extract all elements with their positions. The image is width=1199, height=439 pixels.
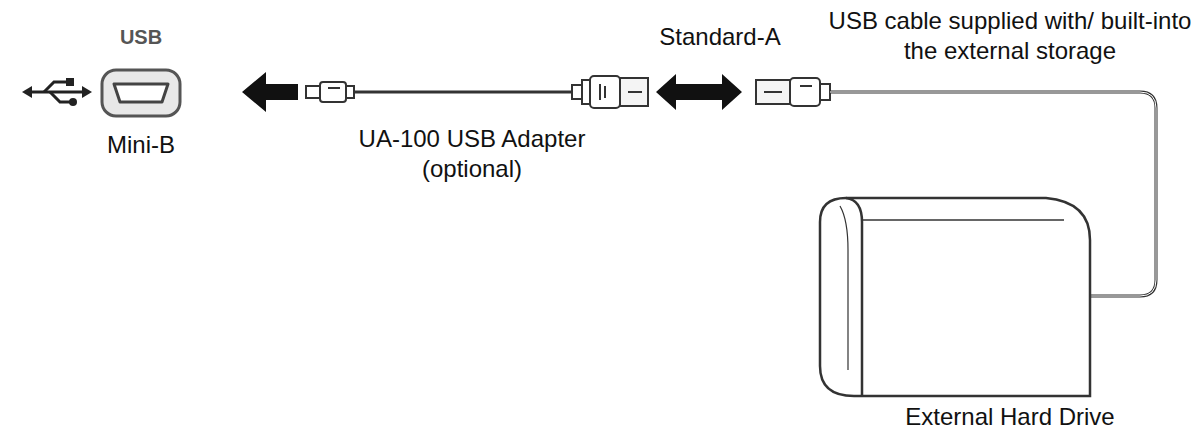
adapter-label: UA-100 USB Adapter (optional) — [347, 124, 597, 184]
cable-note: USB cable supplied with/ built-into the … — [825, 6, 1195, 66]
device-label: External Hard Drive — [880, 402, 1140, 432]
hard-drive — [820, 198, 1090, 396]
adapter-cable — [306, 76, 648, 108]
connect-arrow — [656, 74, 742, 110]
connector-type: Mini-B — [81, 130, 201, 160]
connector-type: Standard-A — [635, 22, 805, 52]
usb-symbol — [22, 78, 92, 106]
mini-b-port — [102, 70, 180, 116]
insert-arrow — [242, 72, 298, 112]
port-label: USB — [101, 22, 181, 52]
